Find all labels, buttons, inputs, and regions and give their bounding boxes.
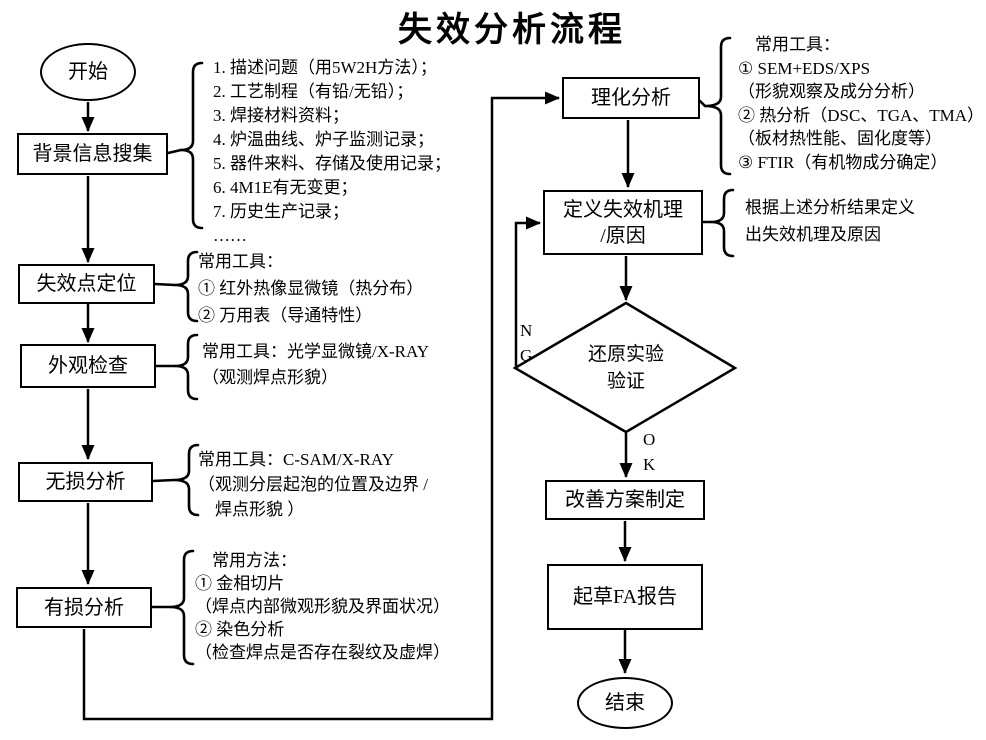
improvement-plan-box: 改善方案制定: [545, 480, 705, 520]
note-background-info: 1. 描述问题（用5W2H方法）； 2. 工艺制程（有铅/无铅）； 3. 焊接材…: [213, 58, 451, 245]
annotation-braces: [150, 36, 735, 666]
start-node: 开始: [40, 43, 136, 101]
note-define-mechanism: 根据上述分析结果定义 出失效机理及原因: [745, 198, 915, 244]
brace-destructive: [169, 549, 195, 666]
main-loop-connector: [82, 91, 560, 721]
ng-branch-label: N G: [520, 321, 533, 365]
note-nondestructive: 常用工具：C-SAM/X-RAY （观测分层起泡的位置及边界 / 焊点形貌 ）: [198, 450, 428, 519]
brace-failure-locating: [174, 250, 199, 323]
brace-tick-locating: [153, 282, 177, 287]
brace-visual-inspection: [174, 333, 199, 401]
physicochemical-analysis-box: 理化分析: [562, 77, 700, 119]
flow-arrows: [81, 91, 635, 721]
note-failure-locating: 常用工具： ① 红外热像显微镜（热分布） ② 万用表（导通特性）: [198, 252, 424, 325]
note-visual-inspection: 常用工具：光学显微镜/X-RAY （观测焊点形貌）: [202, 342, 429, 387]
decision-label: 还原实验 验证: [587, 344, 664, 392]
nondestructive-analysis-box: 无损分析: [18, 462, 153, 502]
draft-fa-report-box: 起草FA报告: [547, 564, 703, 630]
background-info-box: 背景信息搜集: [17, 133, 168, 175]
brace-tick-nondestructive: [151, 478, 176, 483]
failure-locating-box: 失效点定位: [18, 264, 155, 304]
define-mechanism-box: 定义失效机理 /原因: [543, 190, 703, 255]
note-destructive: 常用方法： ① 金相切片 （焊点内部微观形貌及界面状况） ② 染色分析 （检查焊…: [195, 551, 450, 662]
end-node: 结束: [577, 677, 673, 729]
page-title: 失效分析流程: [398, 12, 626, 49]
destructive-analysis-box: 有损分析: [16, 587, 152, 628]
brace-background-info: [180, 61, 204, 230]
brace-define-mechanism: [710, 188, 735, 258]
brace-nondestructive: [173, 443, 200, 517]
ok-branch-label: O K: [643, 430, 656, 474]
brace-tick-physchem: [698, 99, 707, 108]
brace-physicochemical: [704, 36, 732, 176]
ng-feedback-connector: [514, 216, 541, 367]
brace-tick-background: [166, 148, 183, 155]
visual-inspection-box: 外观检查: [20, 344, 156, 388]
note-physicochemical: 常用工具： ① SEM+EDS/XPS （形貌观察及成分分析） ② 热分析（DS…: [738, 35, 985, 172]
decision-diamond-shape: [512, 301, 738, 434]
